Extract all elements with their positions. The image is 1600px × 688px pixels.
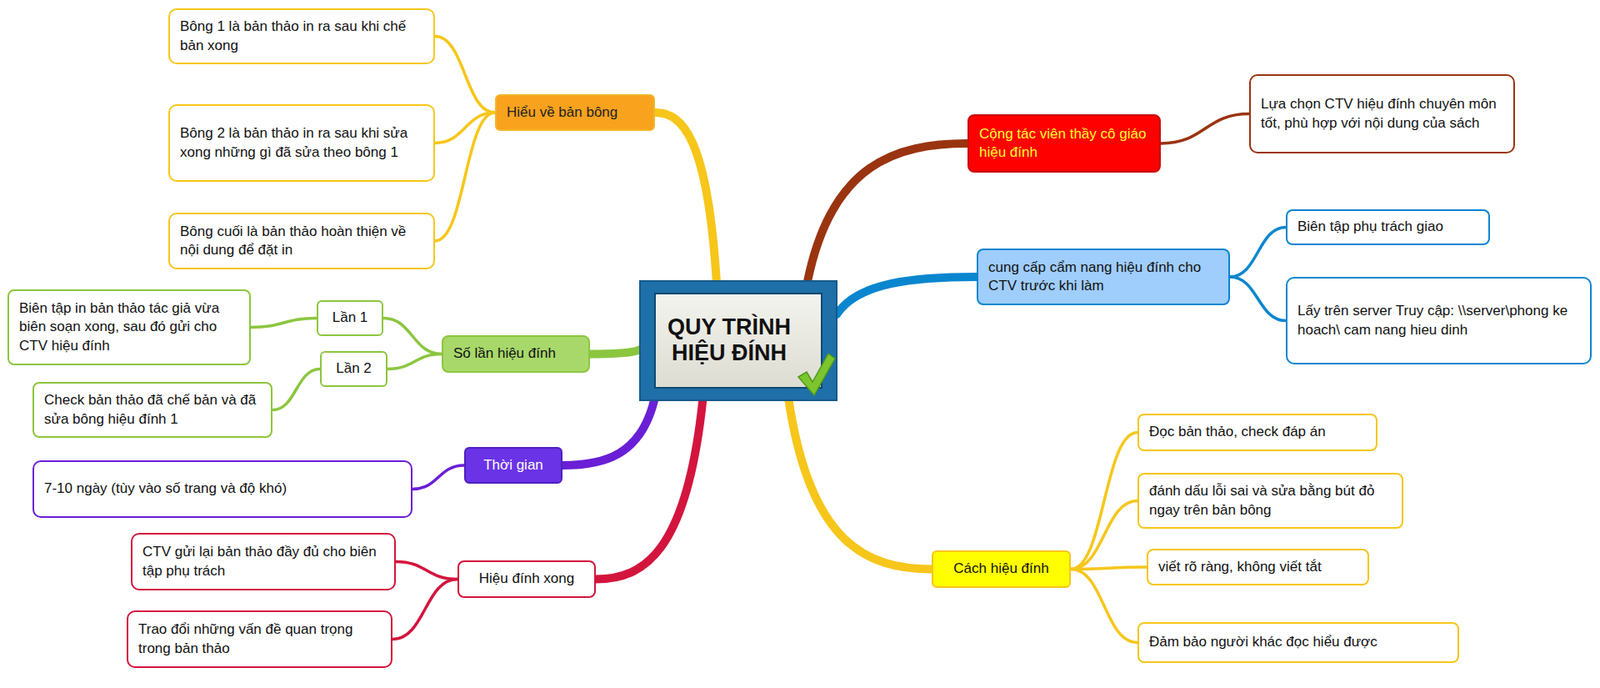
- sub-branch: [1230, 276, 1286, 321]
- leaf-box: đánh dấu lỗi sai và sửa bằng bút đỏ ngay…: [1137, 472, 1404, 529]
- sub-branch: [412, 465, 465, 490]
- node-text: Đọc bản thảo, check đáp án: [1149, 422, 1326, 441]
- leaf-box: Lấy trên server Truy cập: \\server\phong…: [1285, 276, 1592, 365]
- node-text: Hiểu về bản bông: [506, 103, 618, 122]
- node-text: Biên tập phụ trách giao: [1297, 217, 1444, 236]
- leaf-box: Trao đổi những vấn đề quan trọng trong b…: [126, 610, 393, 668]
- leaf-box: 7-10 ngày (tùy vào số trang và độ khó): [32, 460, 413, 518]
- node-text: Hiệu đính xong: [479, 569, 575, 588]
- node-text: Thời gian: [483, 455, 544, 475]
- node-text: Trao đổi những vấn đề quan trọng trong b…: [138, 620, 381, 657]
- main-branch: [655, 112, 717, 281]
- leaf-box: Bông 1 là bản thảo in ra sau khi chế bản…: [168, 8, 435, 65]
- node-text: Lựa chọn CTV hiệu đính chuyên môn tốt, p…: [1260, 95, 1504, 132]
- node-text: cung cấp cẩm nang hiệu đính cho CTV trướ…: [988, 258, 1219, 295]
- main-branch: [562, 400, 655, 465]
- sub-branch: [272, 369, 320, 410]
- node-text: Số lần hiệu đính: [453, 344, 556, 363]
- center-outer-frame: [640, 280, 837, 400]
- node-text: 7-10 ngày (tùy vào số trang và độ khó): [44, 479, 287, 498]
- sub-branch: [250, 318, 317, 328]
- main-branch: [595, 400, 703, 580]
- node-text: Biên tập in bản thảo tác giả vừa biên so…: [19, 299, 240, 355]
- node-text: Lấy trên server Truy cập: \\server\phong…: [1297, 301, 1580, 339]
- sub-branch: [435, 36, 495, 114]
- title-text: QUY TRÌNH HIỆU ĐÍNH: [665, 314, 793, 366]
- branch-box: Cộng tác viên thầy cô giáo hiệu đính: [967, 114, 1161, 173]
- main-branch: [789, 400, 932, 570]
- node-text: viết rõ ràng, không viết tắt: [1158, 557, 1322, 576]
- branch-box: Hiểu về bản bông: [495, 94, 655, 131]
- sub-branch: [1070, 569, 1138, 643]
- sub-branch: [435, 112, 495, 241]
- sub-branch: [1070, 566, 1147, 570]
- leaf-box: Lựa chọn CTV hiệu đính chuyên môn tốt, p…: [1249, 74, 1515, 154]
- node-text: Check bản thảo đã chế bản và đã sửa bông…: [44, 390, 261, 428]
- branch-box: Hiệu đính xong: [457, 560, 596, 598]
- leaf-box: Đọc bản thảo, check đáp án: [1137, 413, 1378, 451]
- node-text: Bông 1 là bản thảo in ra sau khi chế bản…: [180, 17, 424, 55]
- sub-branch: [395, 561, 458, 580]
- main-branch: [590, 349, 640, 354]
- leaf-box: CTV gửi lại bản thảo đầy đủ cho biên tập…: [130, 532, 396, 590]
- node-text: Đảm bảo người khác đọc hiểu được: [1149, 632, 1378, 651]
- sub-branch: [383, 318, 442, 355]
- node-text: Lần 2: [335, 359, 372, 378]
- center-inner-panel: [655, 293, 822, 388]
- sub-branch: [392, 579, 458, 640]
- node-text: Cộng tác viên thầy cô giáo hiệu đính: [979, 125, 1150, 162]
- sub-branch: [387, 354, 442, 370]
- leaf-box: Bông 2 là bản thảo in ra sau khi sửa xon…: [168, 104, 435, 182]
- node-text: Bông cuối là bản thảo hoàn thiện về nội …: [180, 222, 424, 260]
- sub-branch-box: Lần 1: [316, 300, 384, 336]
- sub-branch: [1160, 114, 1250, 145]
- node-text: Bông 2 là bản thảo in ra sau khi sửa xon…: [180, 124, 424, 161]
- central-title: QUY TRÌNH HIỆU ĐÍNH: [662, 296, 796, 384]
- node-text: Cách hiệu đính: [953, 559, 1049, 578]
- leaf-box: Đảm bảo người khác đọc hiểu được: [1137, 621, 1460, 663]
- check-mark: [798, 353, 835, 395]
- node-text: Lần 1: [332, 308, 369, 327]
- branch-box: cung cấp cẩm nang hiệu đính cho CTV trướ…: [976, 248, 1230, 305]
- branch-box: Thời gian: [464, 446, 563, 484]
- main-branch: [836, 276, 977, 315]
- sub-branch: [1070, 500, 1138, 570]
- sub-branch: [1070, 432, 1138, 570]
- sub-branch: [1230, 227, 1286, 278]
- main-branch: [807, 143, 968, 281]
- branch-box: Số lần hiệu đính: [441, 335, 590, 373]
- leaf-box: Biên tập in bản thảo tác giả vừa biên so…: [7, 289, 251, 365]
- node-text: đánh dấu lỗi sai và sửa bằng bút đỏ ngay…: [1149, 481, 1392, 519]
- sub-branch-box: Lần 2: [320, 350, 388, 387]
- leaf-box: viết rõ ràng, không viết tắt: [1146, 548, 1370, 585]
- branch-box: Cách hiệu đính: [931, 550, 1071, 588]
- node-text: CTV gửi lại bản thảo đầy đủ cho biên tập…: [142, 542, 385, 580]
- leaf-box: Check bản thảo đã chế bản và đã sửa bông…: [32, 381, 273, 438]
- leaf-box: Bông cuối là bản thảo hoàn thiện về nội …: [168, 212, 435, 270]
- leaf-box: Biên tập phụ trách giao: [1285, 209, 1490, 245]
